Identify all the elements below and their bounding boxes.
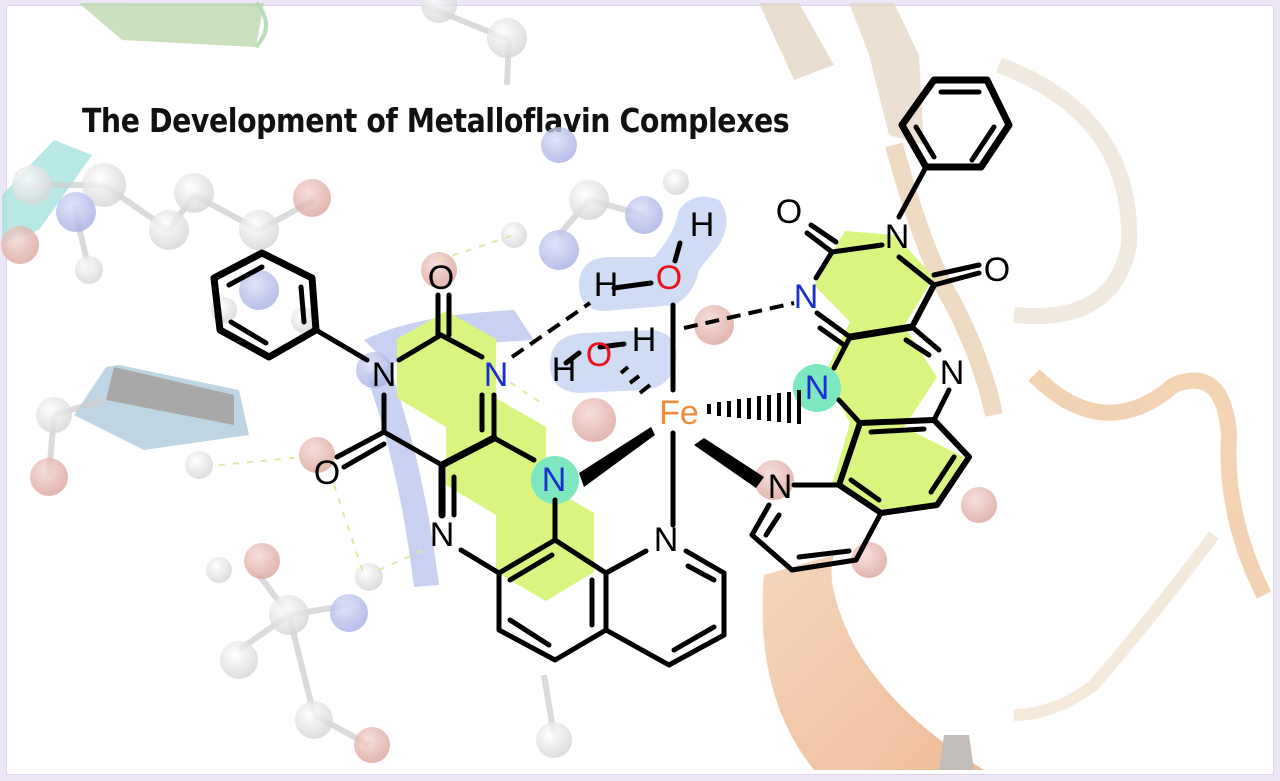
label-h: H	[552, 351, 577, 389]
label-o: O	[984, 251, 1010, 289]
label-n: N	[885, 218, 910, 256]
bonds	[210, 76, 1013, 668]
coordinating-n-highlight-left	[531, 456, 579, 504]
label-fe: Fe	[659, 394, 699, 432]
figure-title: The Development of Metalloflavin Complex…	[82, 101, 790, 140]
wedge-bonds	[579, 427, 764, 488]
coordinating-n-highlight-right	[793, 364, 841, 412]
hydrogen-bond-dashes	[218, 234, 545, 576]
label-n: N	[372, 356, 397, 394]
label-n-coordinating: N	[805, 369, 830, 407]
label-o: O	[428, 259, 454, 297]
label-o: O	[314, 454, 340, 492]
label-o-water: O	[656, 259, 682, 297]
hashed-bonds	[619, 365, 801, 424]
dashed-hydrogen-bonds	[510, 301, 795, 359]
label-n-blue: N	[484, 356, 509, 394]
label-o: O	[776, 193, 802, 231]
label-n-pyridine: N	[654, 521, 679, 559]
label-n: N	[430, 516, 455, 554]
atom-labels: O N N O N N N H H O H O H Fe O N O N N N…	[314, 193, 1010, 559]
protein-ribbon-orange	[1028, 369, 1272, 599]
water-highlight	[550, 196, 727, 393]
label-n: N	[940, 354, 965, 392]
label-o-hydroxo: O	[586, 336, 612, 374]
protein-ribbon-green	[79, 3, 264, 47]
label-h: H	[594, 266, 619, 304]
background-atoms	[1, 0, 997, 763]
label-n-coordinating: N	[542, 461, 567, 499]
label-n-pyridine: N	[768, 468, 793, 506]
label-h: H	[632, 321, 657, 359]
label-h: H	[690, 206, 715, 244]
label-n-blue: N	[794, 278, 819, 316]
protein-ribbon-tan	[759, 3, 834, 80]
